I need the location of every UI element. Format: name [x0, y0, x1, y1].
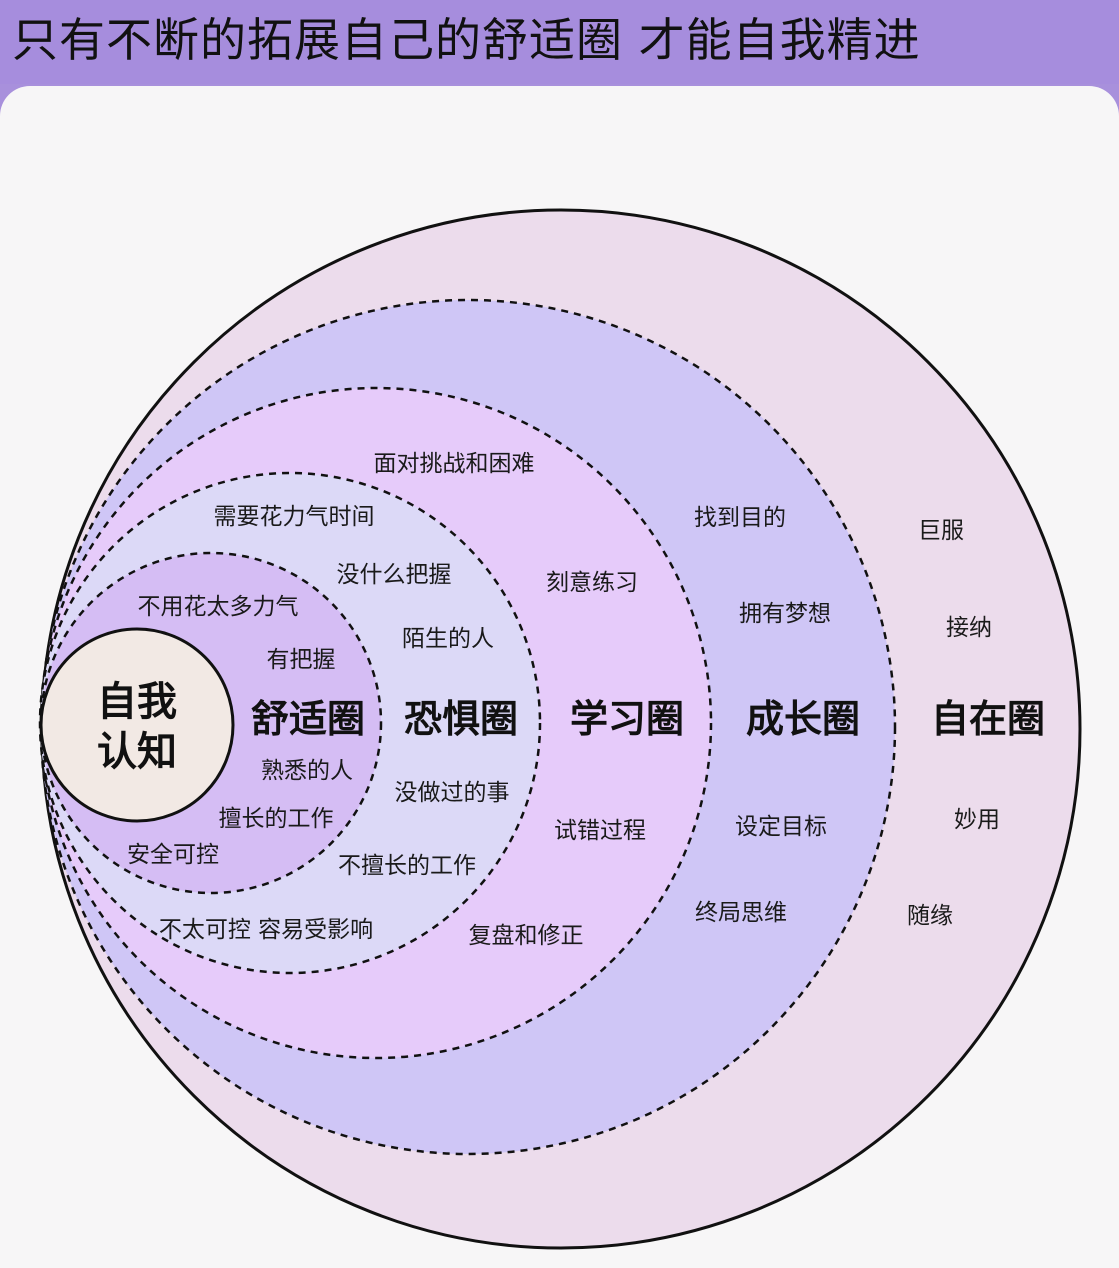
comfort-item: 熟悉的人 — [261, 758, 353, 784]
comfort-zone-label: 舒适圈 — [251, 697, 365, 741]
learning-zone-label: 学习圈 — [570, 697, 684, 741]
freedom-item: 随缘 — [907, 903, 953, 929]
fear-zone-label: 恐惧圈 — [404, 697, 518, 741]
learning-item: 面对挑战和困难 — [374, 451, 535, 477]
fear-item: 没做过的事 — [395, 780, 510, 806]
fear-item: 不太可控 容易受影响 — [159, 917, 373, 943]
freedom-item: 妙用 — [954, 807, 1000, 833]
growth-zone-label: 成长圈 — [746, 697, 860, 741]
comfort-item: 安全可控 — [127, 842, 219, 868]
growth-item: 设定目标 — [735, 814, 827, 840]
growth-item: 拥有梦想 — [739, 601, 831, 627]
fear-item: 陌生的人 — [402, 626, 494, 652]
core-label-line2: 认知 — [97, 729, 177, 775]
learning-item: 刻意练习 — [546, 570, 638, 596]
fear-item: 不擅长的工作 — [338, 853, 476, 879]
learning-item: 试错过程 — [554, 818, 646, 844]
growth-item: 终局思维 — [695, 900, 787, 926]
comfort-item: 有把握 — [267, 647, 336, 673]
self-awareness-core — [39, 627, 235, 823]
growth-item: 找到目的 — [694, 505, 786, 531]
fear-item: 没什么把握 — [337, 562, 452, 588]
fear-item: 需要花力气时间 — [214, 504, 375, 530]
title-bar: 只有不断的拓展自己的舒适圈 才能自我精进 — [0, 0, 1119, 84]
freedom-item: 巨服 — [918, 518, 964, 544]
core-label-line1: 自我 — [97, 679, 177, 725]
learning-item: 复盘和修正 — [469, 923, 584, 949]
page-title: 只有不断的拓展自己的舒适圈 才能自我精进 — [12, 13, 921, 67]
freedom-item: 接纳 — [946, 615, 992, 641]
freedom-zone-label: 自在圈 — [931, 697, 1045, 741]
comfort-item: 擅长的工作 — [219, 806, 334, 832]
comfort-item: 不用花太多力气 — [138, 594, 299, 620]
